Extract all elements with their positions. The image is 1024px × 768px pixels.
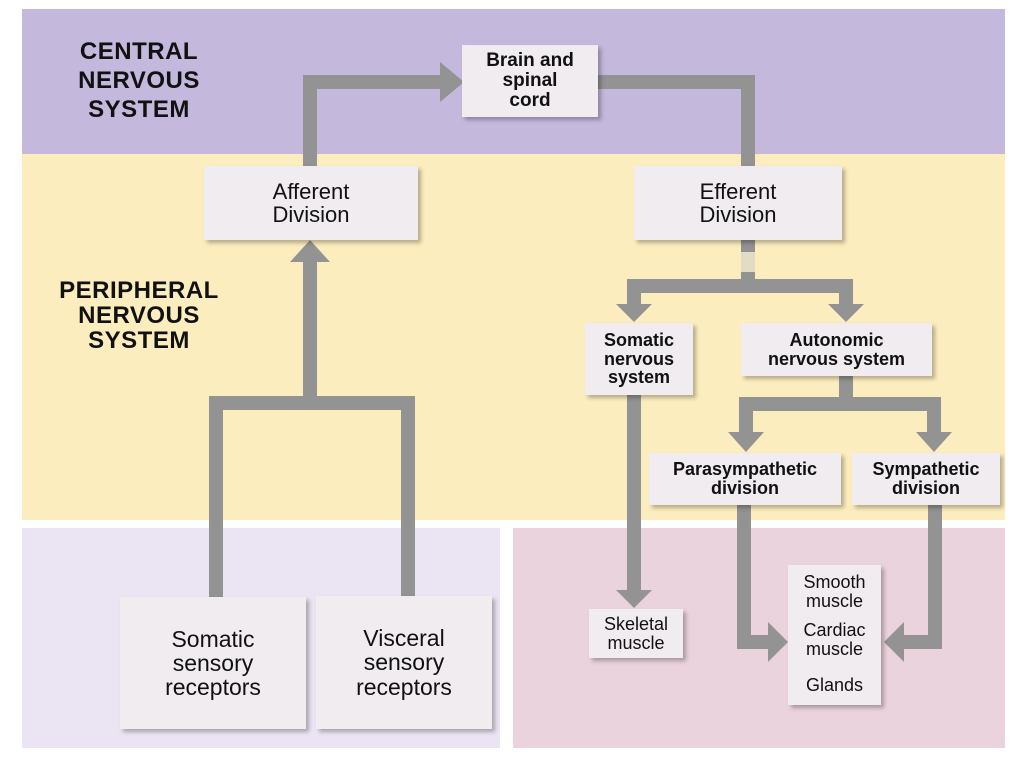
arrow-to-autonomic-ns-icon: [828, 304, 864, 322]
somatic-sensory-receptors-box: Somatic sensory receptors: [120, 597, 306, 729]
effector-organs-box: Smooth muscle Cardiac muscle Glands: [788, 565, 881, 705]
autonomic-split-connector: [739, 397, 941, 432]
smooth-muscle-label: Smooth muscle: [803, 572, 866, 611]
parasympathetic-to-effectors-connector: [737, 505, 768, 649]
afferent-division-box: Afferent Division: [204, 166, 418, 240]
peripheral-nervous-system-title: PERIPHERAL NERVOUS SYSTEM: [59, 277, 219, 355]
sympathetic-division-box: Sympathetic division: [852, 453, 1000, 505]
arrow-to-somatic-ns-icon: [616, 304, 652, 322]
arrow-to-parasympathetic-icon: [728, 432, 764, 452]
efferent-split-connector: [627, 279, 853, 304]
brain-and-spinal-cord-box: Brain and spinal cord: [462, 45, 598, 117]
brain-to-efferent-connector: [598, 75, 755, 166]
arrow-to-skeletal-icon: [616, 590, 652, 608]
arrow-sympathetic-to-effectors-icon: [884, 622, 904, 662]
somatic-receptor-connector: [209, 396, 415, 597]
central-nervous-system-title: CENTRAL NERVOUS SYSTEM: [78, 38, 200, 123]
sympathetic-to-effectors-connector: [904, 505, 942, 649]
arrow-to-afferent-icon: [290, 240, 330, 262]
efferent-connector-highlight: [741, 252, 755, 272]
somatic-nervous-system-box: Somatic nervous system: [585, 323, 693, 395]
cardiac-muscle-label: Cardiac muscle: [803, 620, 866, 659]
skeletal-muscle-box: Skeletal muscle: [589, 609, 683, 658]
efferent-division-box: Efferent Division: [634, 166, 842, 240]
afferent-to-brain-connector: [303, 75, 440, 166]
arrow-parasympathetic-to-effectors-icon: [768, 622, 788, 662]
parasympathetic-division-box: Parasympathetic division: [649, 453, 841, 505]
autonomic-nervous-system-box: Autonomic nervous system: [741, 323, 932, 376]
visceral-sensory-receptors-box: Visceral sensory receptors: [316, 596, 492, 729]
glands-label: Glands: [805, 675, 864, 695]
arrow-to-brain-icon: [440, 62, 464, 102]
arrow-to-sympathetic-icon: [916, 432, 952, 452]
